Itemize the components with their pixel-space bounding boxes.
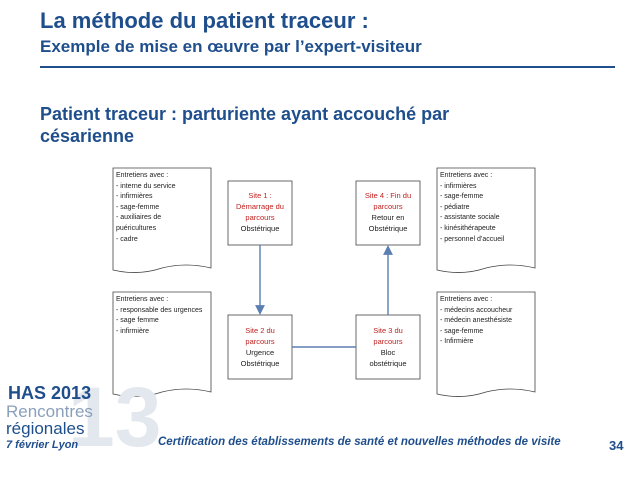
note-box-top-right	[436, 167, 536, 273]
note-box-bottom-right	[436, 291, 536, 397]
site-box-1	[227, 180, 293, 246]
notes-bottom-right: Entretiens avec : - médecins accoucheur …	[440, 296, 513, 346]
notes-bottom-left: Entretiens avec : - responsable des urge…	[116, 296, 203, 335]
title-divider	[40, 66, 615, 68]
site-box-2	[227, 314, 293, 380]
site-3-label: Site 3 du parcours Bloc obstétrique	[369, 326, 407, 368]
note-box-top-left	[112, 167, 212, 273]
footer-text: Certification des établissements de sant…	[158, 436, 561, 448]
event-logo: 13 HAS 2013 Rencontres régionales 7 févr…	[6, 370, 162, 464]
section-heading: Patient traceur : parturiente ayant acco…	[40, 104, 450, 146]
slide-title: La méthode du patient traceur :	[40, 8, 369, 33]
notes-top-right: Entretiens avec : - infirmières - sage-f…	[440, 172, 505, 243]
note-box-bottom-left	[112, 291, 212, 397]
site-2-label: Site 2 du parcours Urgence Obstétrique	[240, 326, 280, 368]
logo-watermark: 13	[68, 370, 162, 464]
site-4-label: Site 4 : Fin du parcours Retour en Obsté…	[364, 191, 412, 233]
notes-top-left: Entretiens avec : - interne du service -…	[116, 172, 176, 243]
site-box-4	[355, 180, 421, 246]
site-1-label: Site 1 : Démarrage du parcours Obstétriq…	[236, 191, 284, 233]
page-number: 34	[609, 438, 624, 453]
site-box-3	[355, 314, 421, 380]
slide-subtitle: Exemple de mise en œuvre par l’expert-vi…	[40, 37, 422, 56]
